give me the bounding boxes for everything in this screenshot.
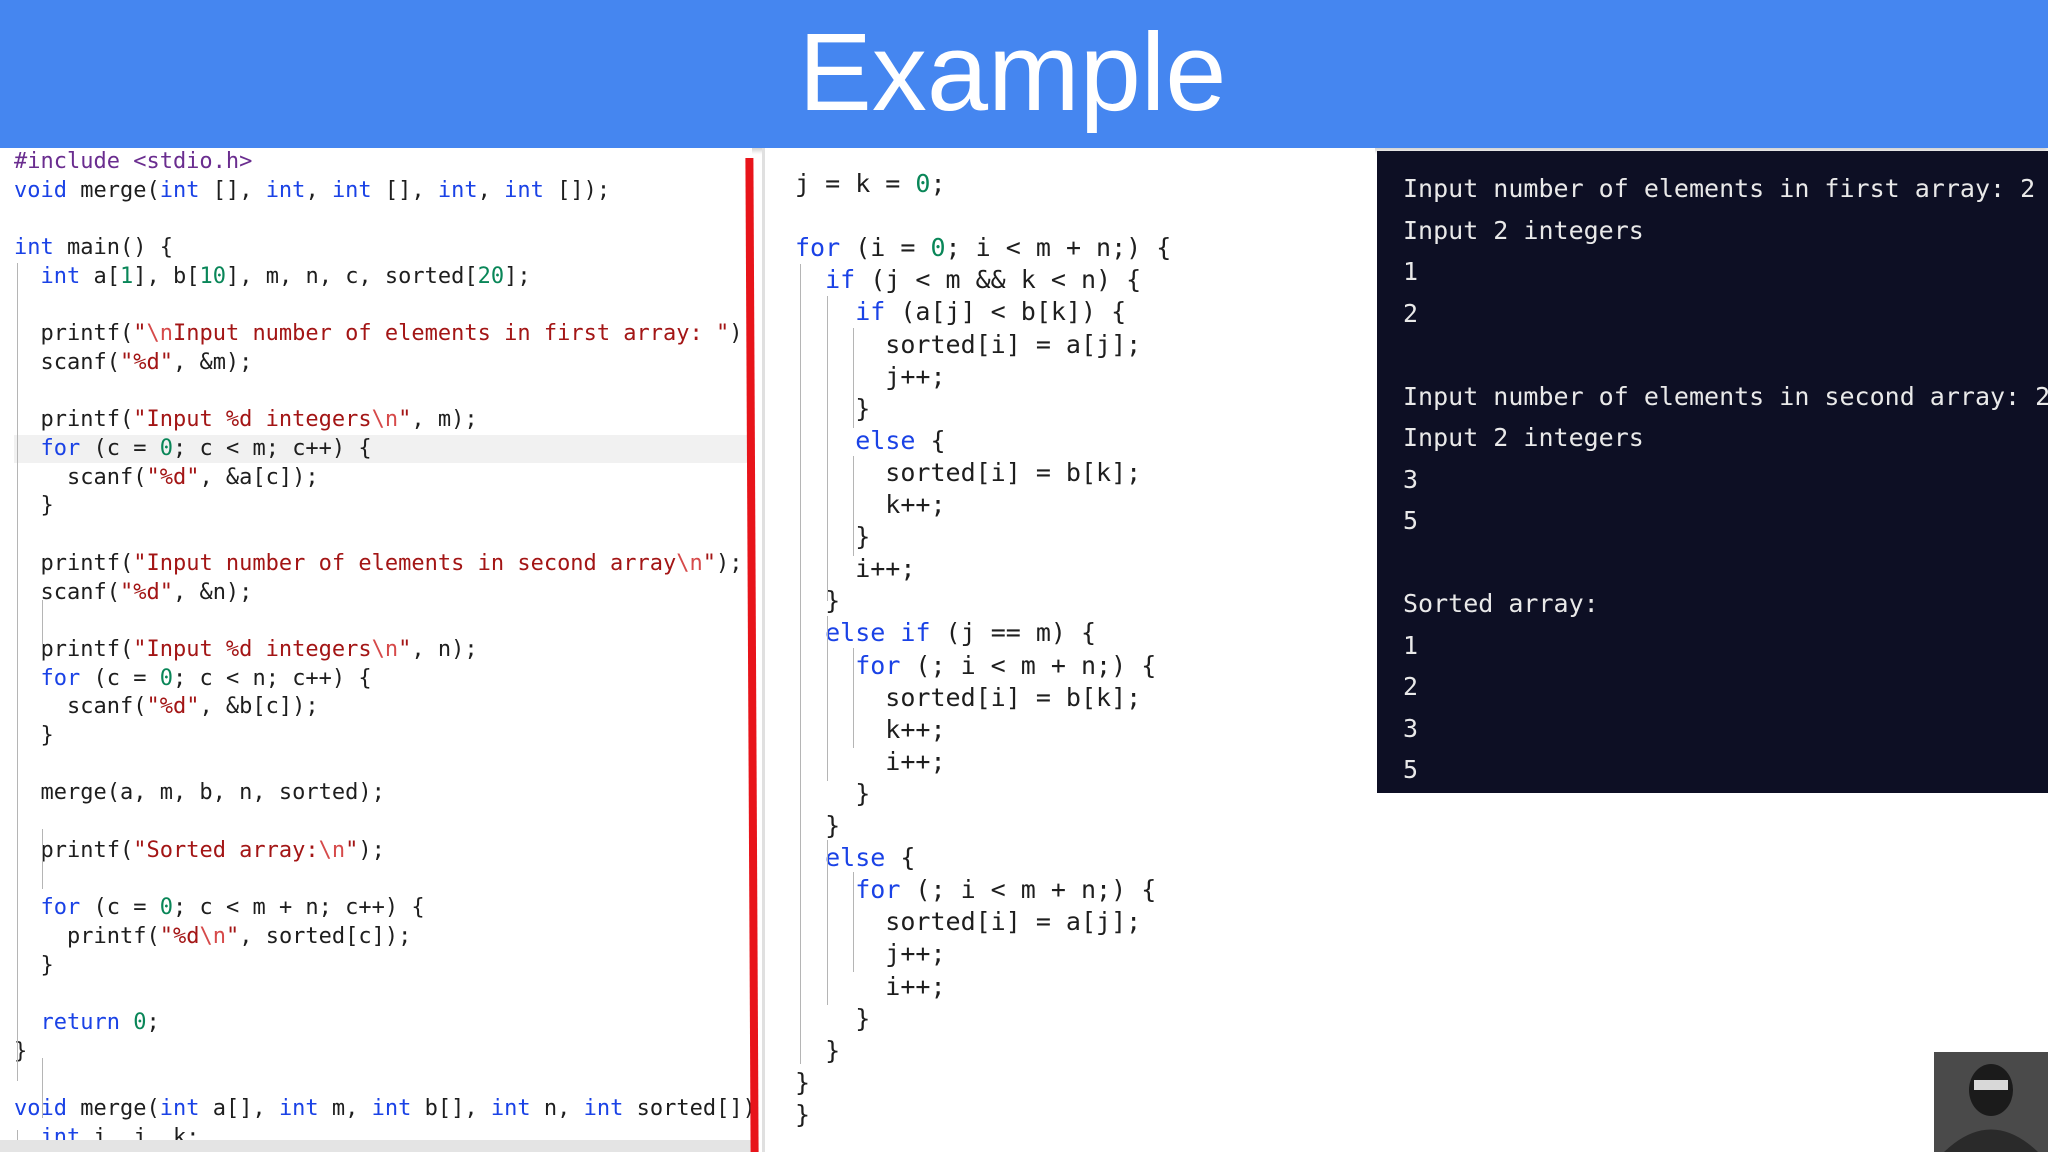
code-line: merge(a, m, b, n, sorted); <box>14 780 385 806</box>
code-line <box>14 866 752 894</box>
code-line: i++; <box>795 746 946 776</box>
console-line: 1 <box>1403 257 1419 286</box>
code-line: #include <stdio.h> <box>14 149 253 174</box>
code-line: for (c = 0; c < m + n; c++) { <box>40 895 425 921</box>
code-line: return 0; <box>40 1010 160 1035</box>
code-panel-left: #include <stdio.h> void merge(int [], int… <box>0 148 752 1152</box>
code-line: i++; <box>795 971 946 1001</box>
code-line: j = k = 0; <box>795 169 946 198</box>
console-line: 1 <box>1403 630 1419 660</box>
horizontal-scrollbar[interactable] <box>0 1140 752 1152</box>
console-line: 3 <box>1403 464 1419 494</box>
code-line: sorted[i] = b[k]; <box>795 682 1142 712</box>
code-line <box>14 521 752 549</box>
code-line: } <box>14 723 54 748</box>
code-line: sorted[i] = a[j]; <box>795 329 1142 359</box>
code-line: else { <box>825 843 916 873</box>
indent-guide <box>827 616 828 781</box>
indent-guide <box>42 829 43 889</box>
code-line: } <box>795 1003 871 1033</box>
indent-guide <box>853 328 854 428</box>
presenter-silhouette-icon <box>1934 1052 2048 1152</box>
indent-guide <box>42 1058 43 1118</box>
code-panel-middle: j = k = 0; for (i = 0; i < m + n;) { if (… <box>765 148 1375 1152</box>
code-line: j++; <box>795 361 946 391</box>
code-line: } <box>795 522 871 552</box>
console-line: 2 <box>1403 672 1419 701</box>
console-line: 5 <box>1403 755 1419 784</box>
console-line: Sorted array: <box>1403 589 1599 618</box>
code-line: k++; <box>795 714 946 744</box>
console-line: Input 2 integers <box>1403 215 1644 245</box>
console-line: 2 <box>1403 298 1419 328</box>
code-line: else if (j == m) { <box>825 618 1097 648</box>
code-line <box>14 607 752 635</box>
code-line: } <box>795 1035 841 1065</box>
indent-guide <box>853 456 854 556</box>
indent-guide <box>42 600 43 660</box>
code-line: printf("Sorted array:\n"); <box>14 837 385 863</box>
code-line: } <box>795 778 871 808</box>
console-line: Input number of elements in first array:… <box>1403 174 2036 203</box>
code-line: if (a[j] < b[k]) { <box>855 297 1127 327</box>
code-line: i++; <box>795 554 916 584</box>
code-line: printf("Input %d integers\n", m); <box>14 407 478 433</box>
code-line: void merge(int [], int, int [], int, int… <box>14 177 611 203</box>
code-line: for (c = 0; c < n; c++) { <box>40 665 372 691</box>
code-line: int a[1], b[10], m, n, c, sorted[20]; <box>40 263 531 289</box>
indent-guide <box>17 263 18 1081</box>
code-line: printf("Input %d integers\n", n); <box>14 636 478 662</box>
code-line <box>14 378 752 406</box>
code-line: if (j < m && k < n) { <box>825 265 1142 295</box>
code-line <box>14 980 752 1008</box>
console-line: Input number of elements in second array… <box>1403 381 2048 411</box>
slide-title: Example <box>798 11 1227 134</box>
code-line <box>795 200 1375 232</box>
code-line: } <box>795 586 841 616</box>
code-line <box>14 1066 752 1094</box>
code-line: } <box>795 393 871 423</box>
code-line: void merge(int a[], int m, int b[], int … <box>14 1096 752 1122</box>
code-line <box>14 292 752 320</box>
code-line: scanf("%d", &m); <box>14 349 253 375</box>
code-line: printf("Input number of elements in seco… <box>14 550 743 576</box>
code-line: sorted[i] = a[j]; <box>795 907 1142 937</box>
code-line: int main() { <box>14 235 173 261</box>
code-line: for (i = 0; i < m + n;) { <box>795 233 1172 263</box>
code-line: scanf("%d", &n); <box>14 579 253 605</box>
console-line: 3 <box>1403 713 1419 743</box>
code-line <box>14 205 752 233</box>
indent-guide <box>827 840 828 1005</box>
indent-guide <box>853 872 854 972</box>
code-line: k++; <box>795 490 946 519</box>
console-line: Input 2 integers <box>1403 423 1644 452</box>
indent-guide <box>853 648 854 748</box>
code-line: } <box>14 1038 28 1064</box>
code-line: } <box>795 1099 811 1129</box>
code-line: } <box>795 811 841 840</box>
code-line: sorted[i] = b[k]; <box>795 457 1142 487</box>
code-line: } <box>14 493 54 519</box>
indent-guide <box>827 296 828 601</box>
code-line: printf("\nInput number of elements in fi… <box>14 321 752 347</box>
console-line: 5 <box>1403 506 1419 535</box>
slide-title-bar: Example <box>0 0 2048 148</box>
code-line: j++; <box>795 939 946 969</box>
indent-guide <box>800 264 801 1064</box>
code-line <box>14 751 752 779</box>
code-line: scanf("%d", &a[c]); <box>14 464 319 490</box>
presenter-webcam-thumbnail <box>1934 1052 2048 1152</box>
code-line: printf("%d\n", sorted[c]); <box>14 923 412 949</box>
code-line <box>14 808 752 836</box>
console-output-window: Input number of elements in first array:… <box>1377 151 2048 793</box>
panel-edge <box>762 148 765 1152</box>
code-line: else { <box>855 425 946 455</box>
code-line: for (; i < m + n;) { <box>855 875 1157 905</box>
code-line: for (c = 0; c < m; c++) { <box>14 435 752 463</box>
code-line: scanf("%d", &b[c]); <box>14 694 319 720</box>
code-line: for (; i < m + n;) { <box>855 650 1157 680</box>
code-line: } <box>14 952 54 978</box>
code-line: } <box>795 1067 811 1097</box>
